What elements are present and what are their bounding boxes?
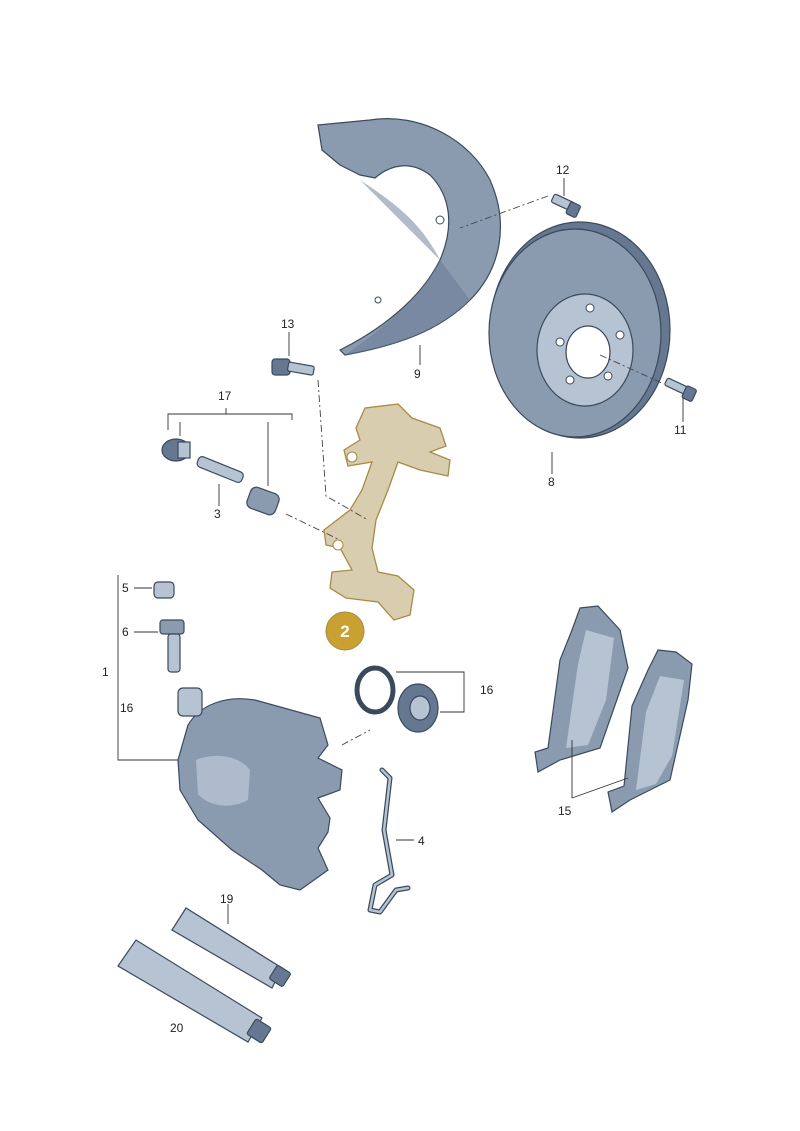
screw-12[interactable] [550, 193, 581, 218]
label-part-16-piston: 16 [480, 683, 494, 697]
label-part-1: 1 [102, 665, 109, 679]
callout-part-2[interactable]: 2 [325, 611, 365, 651]
brake-pad-inner[interactable] [534, 605, 629, 773]
label-part-8: 8 [548, 475, 555, 489]
dust-shield[interactable] [317, 118, 501, 356]
grease-tube-20[interactable] [117, 939, 272, 1044]
spring-clip[interactable] [367, 767, 411, 915]
brake-pad-outer[interactable] [607, 649, 693, 813]
label-part-4: 4 [418, 834, 425, 848]
label-part-5: 5 [122, 581, 129, 595]
callout-label-2: 2 [340, 622, 349, 641]
label-part-6: 6 [122, 625, 129, 639]
piston-seal-boot[interactable] [177, 687, 203, 717]
leader-lines [117, 178, 684, 924]
label-part-16-housing: 16 [120, 701, 134, 715]
label-part-12: 12 [556, 163, 570, 177]
label-part-19: 19 [220, 892, 234, 906]
screw-11[interactable] [664, 377, 697, 402]
caliper-housing[interactable] [177, 698, 343, 891]
guide-sleeve[interactable] [245, 486, 281, 517]
label-part-17: 17 [218, 389, 232, 403]
guide-bolt-cap[interactable] [161, 438, 191, 462]
piston-dust-boot[interactable] [397, 683, 439, 733]
label-part-13: 13 [281, 317, 295, 331]
guide-pin-3[interactable] [196, 455, 245, 484]
label-part-15: 15 [558, 804, 572, 818]
brake-disc[interactable] [488, 221, 671, 439]
dust-cap-5[interactable] [153, 581, 175, 599]
piston-seal[interactable] [354, 665, 396, 715]
label-part-20: 20 [170, 1021, 184, 1035]
bleed-valve-6[interactable] [159, 619, 185, 673]
bolt-13[interactable] [271, 358, 315, 376]
label-part-3: 3 [214, 507, 221, 521]
label-part-9: 9 [414, 367, 421, 381]
part-labels: 1 3 4 5 6 8 9 11 12 13 15 16 16 17 19 20 [102, 163, 687, 1035]
label-part-11: 11 [674, 423, 687, 437]
grease-tube-19[interactable] [171, 907, 291, 989]
caliper-carrier[interactable] [323, 403, 451, 621]
